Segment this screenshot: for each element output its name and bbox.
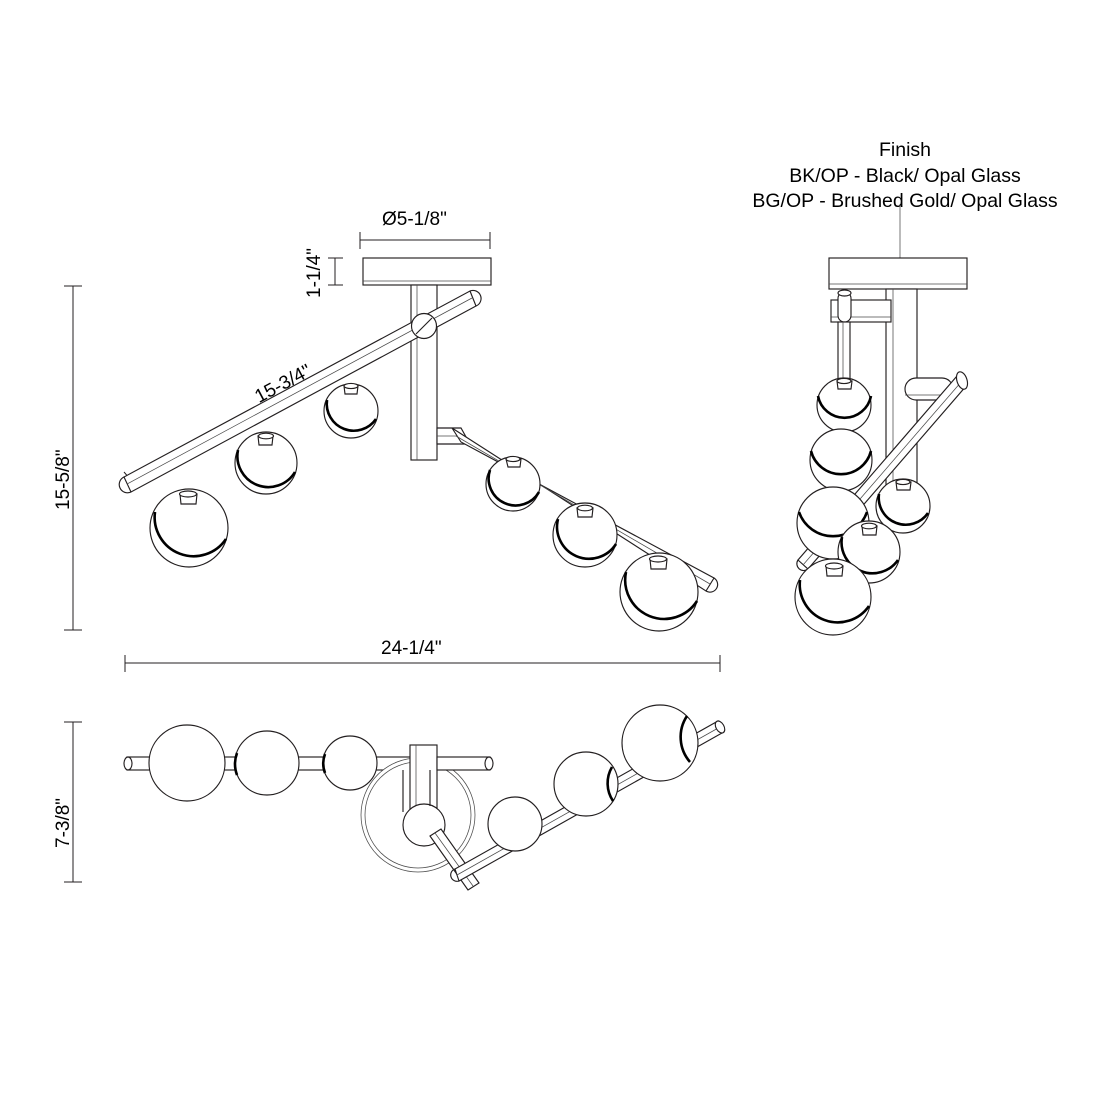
dim-overall-depth (64, 721, 82, 883)
globe-left-inner (323, 382, 379, 439)
globe-left-middle (234, 431, 298, 495)
plan-globe-left-3 (322, 735, 378, 791)
dim-overall-height (64, 285, 82, 631)
globe-right-middle (552, 502, 618, 568)
plan-hub-arms (402, 770, 431, 812)
side-globe-rear-1 (816, 377, 873, 433)
finish-option-bk-op: BK/OP - Black/ Opal Glass (789, 164, 1021, 187)
finish-option-bg-op: BG/OP - Brushed Gold/ Opal Glass (752, 190, 1058, 213)
side-left-arm-shoulder (830, 289, 892, 323)
side-globe-front-3 (794, 558, 872, 636)
plan-globe-right-2 (553, 751, 619, 817)
left-arm-pivot-collar (410, 312, 438, 340)
dim-label-overall-width: 24-1/4" (381, 638, 442, 659)
side-globe-front-1 (875, 478, 931, 534)
plan-globe-left-1 (148, 724, 226, 802)
globe-left-outer (149, 488, 229, 568)
finish-note-block: Finish BK/OP - Black/ Opal Glass BG/OP -… (740, 138, 1070, 215)
globe-right-inner (485, 455, 541, 512)
plan-hub-stub (436, 756, 494, 771)
canopy-plate (362, 257, 492, 286)
dim-label-overall-depth: 7-3/8" (53, 797, 74, 848)
plan-globe-right-1 (487, 796, 543, 852)
dim-overall-width (124, 655, 721, 672)
plan-globe-right-3 (621, 704, 699, 782)
side-canopy-plate (828, 257, 968, 290)
side-elevation-view (794, 204, 969, 636)
dim-label-canopy-height: 1-1/4" (304, 247, 325, 298)
dim-label-canopy-diameter: Ø5-1/8" (382, 209, 447, 230)
side-globe-rear-2 (809, 428, 873, 492)
plan-view (64, 704, 726, 891)
front-elevation-view (64, 232, 721, 672)
dim-canopy-diameter (359, 232, 491, 249)
left-arm-tube (118, 289, 482, 494)
dim-canopy-height (328, 257, 343, 286)
globe-right-outer (619, 552, 699, 632)
finish-note-title: Finish (878, 139, 932, 161)
dim-label-overall-height: 15-5/8" (53, 449, 74, 510)
plan-globe-left-2 (233, 730, 300, 796)
